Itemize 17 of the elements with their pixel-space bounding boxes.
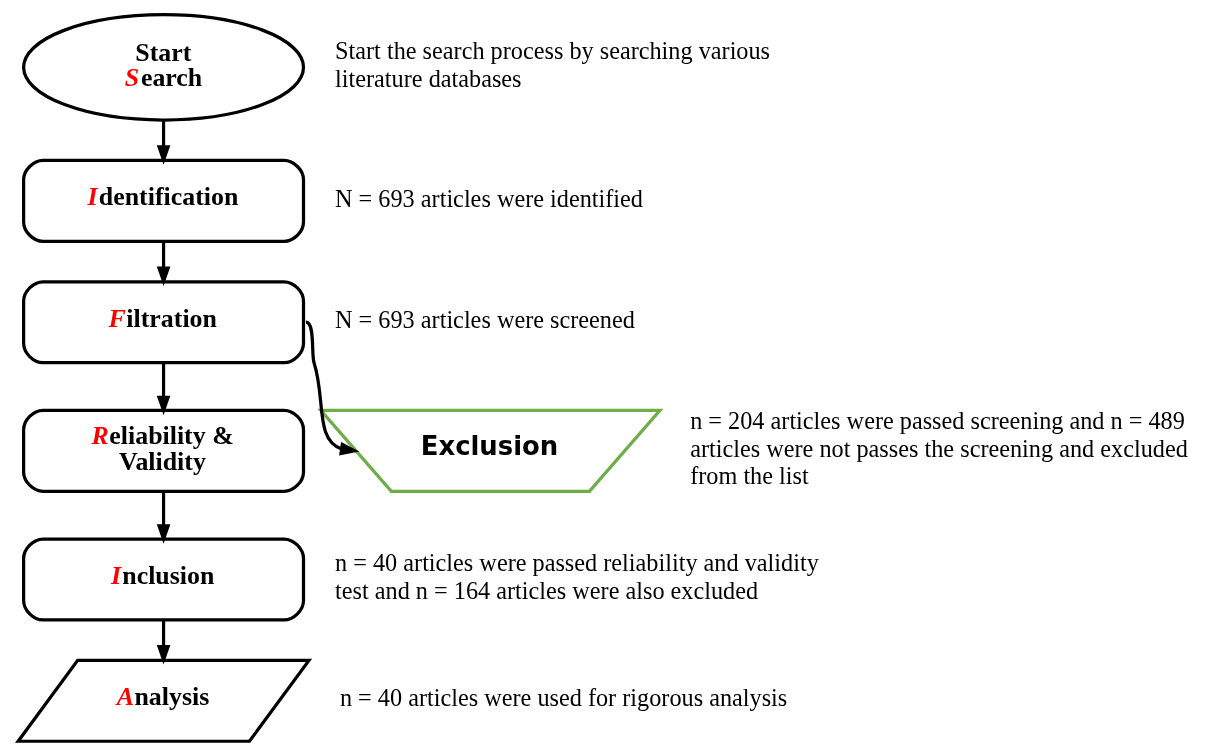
arrow <box>304 320 359 456</box>
node-label: N = 693 articles were screened <box>334 305 635 333</box>
node-label: Start the search process by searching various literature databases <box>334 37 770 92</box>
arrow <box>156 620 170 665</box>
node-box: Reliability & Validity <box>21 408 305 493</box>
node-ellipse: Start Search <box>21 13 305 122</box>
arrow <box>156 120 170 165</box>
node-box: Filtration <box>21 280 305 365</box>
node-box: Inclusion <box>21 537 305 622</box>
node-label: n = 204 articles were passed screening and n = 489 articles were not passes the screening and excluded from the list <box>689 407 1188 490</box>
arrow <box>156 241 170 286</box>
arrow <box>156 362 170 416</box>
node-label: N = 693 articles were identified <box>334 184 643 212</box>
node-label: n = 40 articles were passed reliability and validity test and n = 164 articles were also excluded <box>334 549 819 604</box>
node-box: Identification <box>21 158 305 243</box>
arrow <box>156 491 170 544</box>
node-label: n = 40 articles were used for rigorous analysis <box>339 684 787 712</box>
